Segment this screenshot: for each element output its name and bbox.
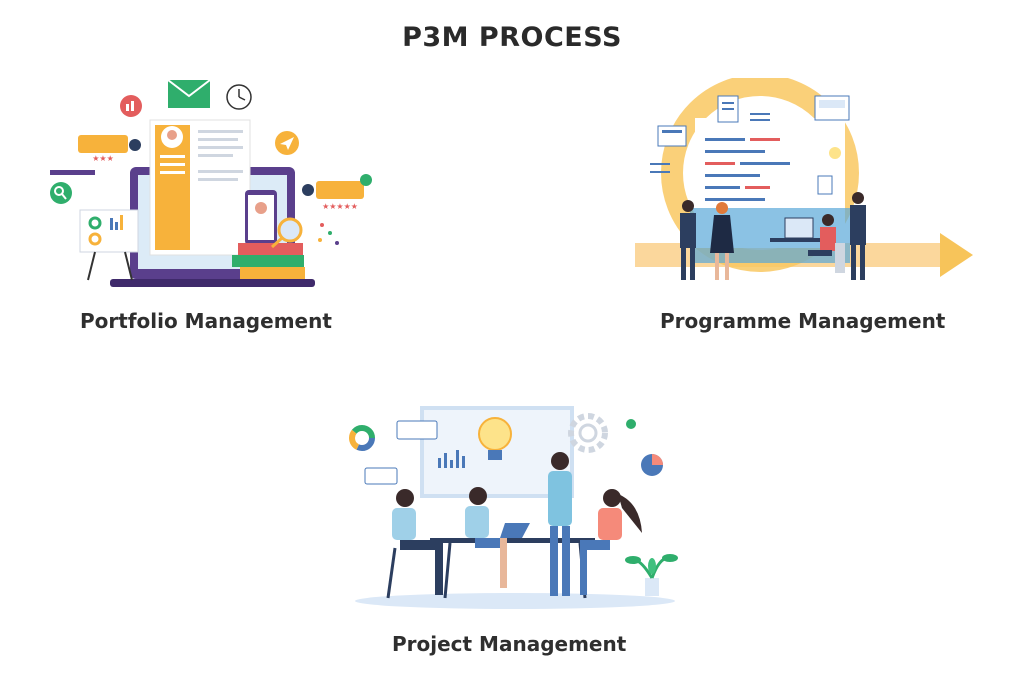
exchange-arrows-icon <box>650 113 770 173</box>
plant-icon <box>625 554 678 596</box>
portfolio-management-label: Portfolio Management <box>80 309 332 333</box>
project-management-label: Project Management <box>392 632 627 656</box>
code-lines-icon <box>705 138 790 201</box>
programme-illustration <box>635 78 973 280</box>
review-bubble-icon: ★★★ <box>78 135 141 163</box>
donut-chart-icon <box>349 425 375 451</box>
team-meeting-icon <box>386 452 642 599</box>
review-bubble-right-icon: ★★★★★ <box>302 174 372 211</box>
business-people-icon <box>680 192 866 280</box>
resume-card-icon <box>149 119 251 256</box>
lightbulb-icon <box>478 417 512 460</box>
envelope-icon <box>167 79 211 108</box>
stats-badge-icon <box>120 95 142 117</box>
paper-plane-icon <box>275 131 299 155</box>
chat-bubble-icon <box>396 420 438 440</box>
lightbulb-small-icon <box>829 147 841 159</box>
magnifier-glass-icon <box>270 217 303 249</box>
pie-chart-icon <box>641 454 663 476</box>
floor-shadow-icon <box>355 593 675 609</box>
books-icon <box>232 243 305 279</box>
chart-board-icon <box>79 209 139 281</box>
phone-icon <box>245 190 277 245</box>
clock-icon <box>226 84 252 110</box>
page-title: P3M PROCESS <box>402 22 622 53</box>
document-card-icon <box>657 95 850 195</box>
chat-bubble-small-icon <box>364 467 398 485</box>
table-icon <box>430 538 595 543</box>
gear-icon <box>568 413 608 453</box>
search-bar-icon <box>50 170 95 175</box>
magnifier-icon <box>50 182 72 204</box>
portfolio-illustration: ★★★ ★★★★★ <box>50 79 372 287</box>
programme-management-label: Programme Management <box>660 309 946 333</box>
svg-text:★★★★★: ★★★★★ <box>322 202 358 211</box>
laptop-small-icon <box>500 523 530 538</box>
project-illustration <box>349 406 678 609</box>
bar-chart-icon <box>438 450 465 468</box>
check-badge-icon <box>626 419 636 429</box>
svg-text:★★★: ★★★ <box>92 154 114 163</box>
